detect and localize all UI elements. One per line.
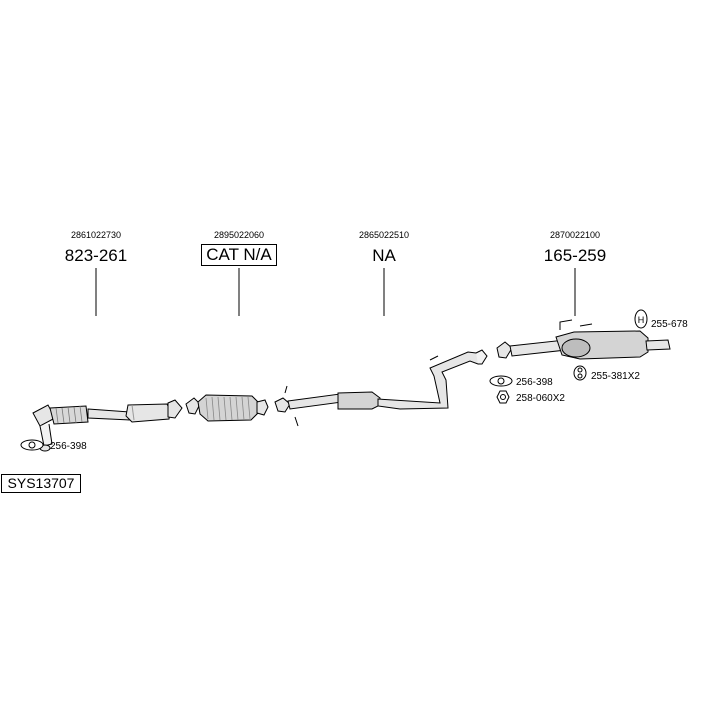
part-number-middle-silencer[interactable]: NA [372, 246, 396, 265]
gasket-rear[interactable] [489, 375, 513, 387]
oem-number-catalyst: 2895022060 [214, 230, 264, 240]
system-id: SYS13707 [1, 474, 81, 493]
catalytic-converter[interactable] [185, 394, 269, 422]
hanger-label[interactable]: 255-678 [651, 319, 688, 330]
part-number-catalyst[interactable]: CAT N/A [201, 244, 277, 266]
middle-pipe[interactable] [274, 349, 488, 427]
oem-number-front-pipe: 2861022730 [71, 230, 121, 240]
rear-silencer[interactable] [496, 319, 671, 360]
part-number-rear-silencer[interactable]: 165-259 [544, 246, 606, 265]
rubber-mount-icon[interactable] [573, 365, 587, 381]
gasket-front[interactable] [20, 439, 44, 451]
oem-number-middle-silencer: 2865022510 [359, 230, 409, 240]
nut-label[interactable]: 258-060X2 [516, 393, 565, 404]
nut-icon[interactable] [496, 390, 510, 404]
gasket-front-label[interactable]: 256-398 [50, 441, 87, 452]
gasket-rear-label[interactable]: 256-398 [516, 377, 553, 388]
rubber-mount-label[interactable]: 255-381X2 [591, 371, 640, 382]
svg-text:H: H [638, 315, 645, 325]
oem-number-rear-silencer: 2870022100 [550, 230, 600, 240]
part-number-front-pipe[interactable]: 823-261 [65, 246, 127, 265]
front-pipe[interactable] [32, 399, 183, 452]
hanger-icon[interactable]: H [634, 309, 648, 329]
